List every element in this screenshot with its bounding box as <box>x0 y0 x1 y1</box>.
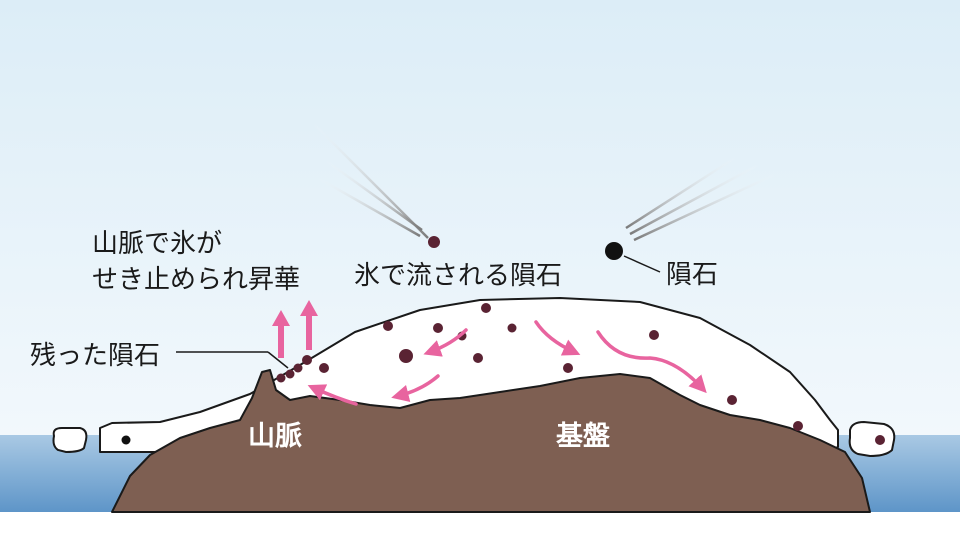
remaining-meteorites-cluster <box>276 355 312 383</box>
flow-arrow-icon <box>534 320 581 356</box>
meteorite <box>319 363 329 373</box>
flow-arrow-icon <box>596 330 707 394</box>
sublimation-label: 山脈で氷が せき止められ昇華 <box>92 226 300 298</box>
ice-flow-label: 氷で流される隕石 <box>354 261 563 291</box>
meteorite <box>276 373 286 383</box>
mountains-label: 山脈 <box>248 421 302 452</box>
meteorite <box>507 323 517 333</box>
meteorite-legend-dot <box>605 242 623 260</box>
sublimation-arrows <box>272 300 318 358</box>
remaining-meteorites-label: 残った隕石 <box>30 341 161 371</box>
meteorite <box>433 323 443 333</box>
meteorite-leader-line <box>623 255 661 273</box>
meteor-streak-right <box>625 154 779 242</box>
sublimation-label-line1: 山脈で氷が <box>92 229 223 259</box>
iceberg-right <box>848 420 896 458</box>
bedrock <box>111 369 871 513</box>
meteorite-label: 隕石 <box>666 260 719 290</box>
up-arrow-icon <box>300 300 318 350</box>
meteorite <box>481 303 491 313</box>
meteorite <box>285 369 295 379</box>
flow-arrow-icon <box>307 384 358 406</box>
ice-flow-arrows <box>307 320 707 406</box>
up-arrow-icon <box>272 310 290 358</box>
sublimation-label-line2: せき止められ昇華 <box>92 265 301 295</box>
meteorite <box>383 321 393 331</box>
meteorite <box>399 349 413 363</box>
meteorite-in-ice-edge <box>121 435 131 445</box>
remaining-leader-line-2 <box>267 351 289 369</box>
flow-arrow-icon <box>423 328 468 357</box>
meteorite <box>649 330 659 340</box>
meteorite-in-iceberg <box>875 435 885 445</box>
meteorite <box>727 395 737 405</box>
falling-meteorite <box>428 236 440 248</box>
meteorite <box>473 353 483 363</box>
flow-arrow-icon <box>391 374 440 402</box>
meteorite <box>563 363 573 373</box>
iceberg-left <box>52 427 88 454</box>
bottom-margin <box>0 512 960 540</box>
embedded-meteorites <box>319 303 803 431</box>
meteorite <box>793 421 803 431</box>
bedrock-label: 基盤 <box>556 421 610 452</box>
meteorite <box>302 355 312 365</box>
meteorite <box>293 363 303 373</box>
meteor-streak-left <box>311 121 429 239</box>
